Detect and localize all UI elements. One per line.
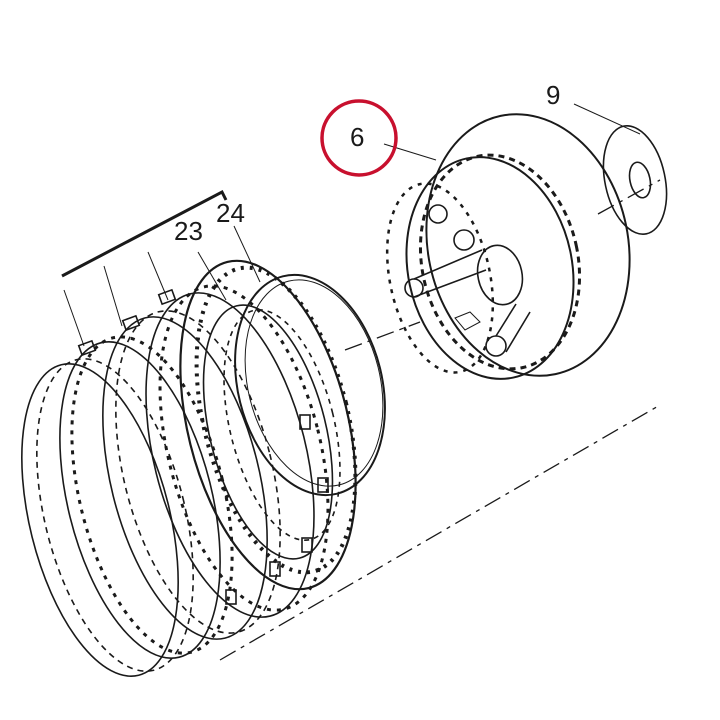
- highlight-circle: [320, 99, 398, 177]
- callout-23[interactable]: 23: [174, 216, 203, 246]
- washer: [602, 125, 668, 235]
- callout-9[interactable]: 9: [546, 80, 560, 110]
- leader-lines: [63, 103, 641, 347]
- clutch-plate-stack: [21, 259, 386, 677]
- callout-6[interactable]: 6: [350, 122, 364, 152]
- plate-stack-bracket: [61, 189, 228, 278]
- clutch-hub: [385, 113, 631, 380]
- callout-24[interactable]: 24: [216, 198, 245, 228]
- center-axis-lines: [219, 179, 661, 661]
